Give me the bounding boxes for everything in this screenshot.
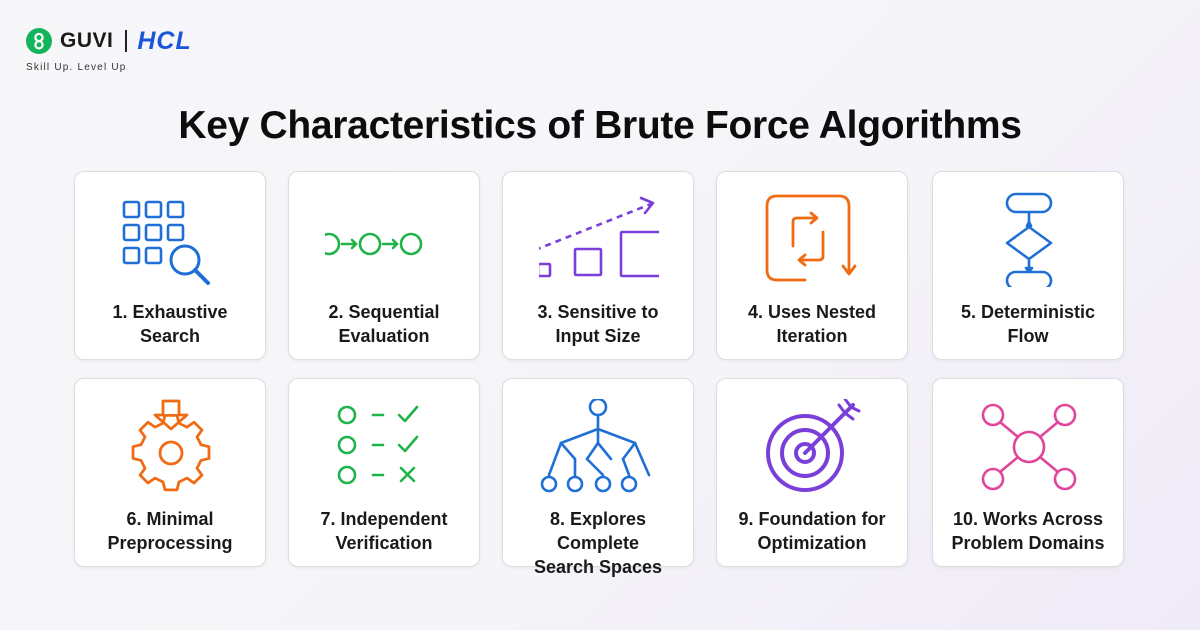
nested-loop-icon [765, 194, 857, 282]
network-icon [981, 403, 1077, 491]
sequence-circles-icon [325, 232, 423, 256]
hcl-wordmark: HCL [137, 26, 192, 55]
flowchart-icon [1005, 192, 1053, 287]
gear-arrow-icon [131, 399, 211, 492]
brand-logo: GUVI HCL Skill Up. Level Up [26, 26, 286, 76]
checklist-icon [337, 405, 419, 485]
page-title: Key Characteristics of Brute Force Algor… [178, 104, 1022, 147]
guvi-logo-icon [26, 28, 52, 54]
brand-divider [125, 30, 128, 52]
target-icon [766, 399, 861, 492]
grid-magnifier-icon [122, 200, 210, 285]
growing-squares-icon [539, 196, 659, 278]
guvi-wordmark: GUVI [60, 29, 114, 52]
brand-tagline: Skill Up. Level Up [26, 62, 127, 73]
tree-icon [540, 399, 651, 493]
